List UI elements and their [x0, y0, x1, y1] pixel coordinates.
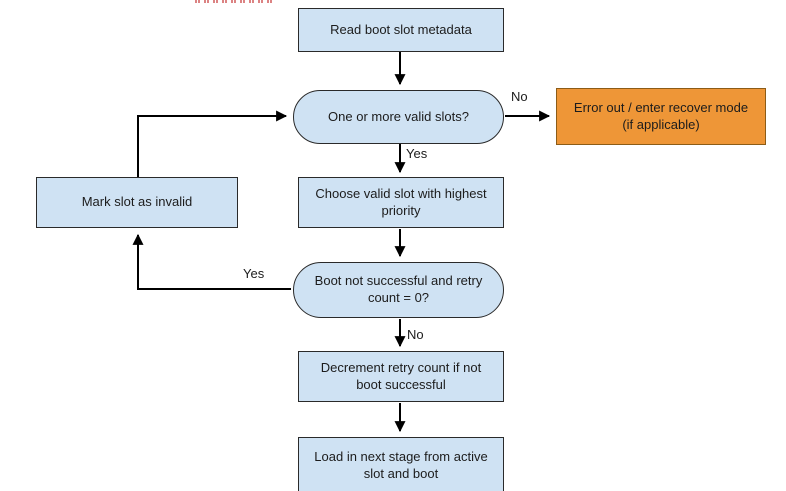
- edge-label-yes-choose: Yes: [406, 146, 428, 161]
- node-mark-slot-invalid: Mark slot as invalid: [36, 177, 238, 228]
- node-decrement-retry-count: Decrement retry count if not boot succes…: [298, 351, 504, 402]
- node-read-boot-slot-metadata: Read boot slot metadata: [298, 8, 504, 52]
- node-decision-boot-retry: Boot not successful and retry count = 0?: [293, 262, 504, 318]
- edge-label-no-error: No: [511, 89, 528, 104]
- node-load-next-stage: Load in next stage from active slot and …: [298, 437, 504, 491]
- node-choose-valid-slot: Choose valid slot with highest priority: [298, 177, 504, 228]
- node-error-out-recover-mode: Error out / enter recover mode (if appli…: [556, 88, 766, 145]
- edge-label-yes-mark-invalid: Yes: [243, 266, 265, 281]
- red-dashed-marks: [195, 0, 273, 3]
- edge-label-no-decrement: No: [407, 327, 424, 342]
- node-decision-valid-slots: One or more valid slots?: [293, 90, 504, 144]
- edge-bootretry-yes-to-markinvalid: [132, 233, 291, 290]
- edge-markinvalid-to-validslots: [137, 110, 288, 177]
